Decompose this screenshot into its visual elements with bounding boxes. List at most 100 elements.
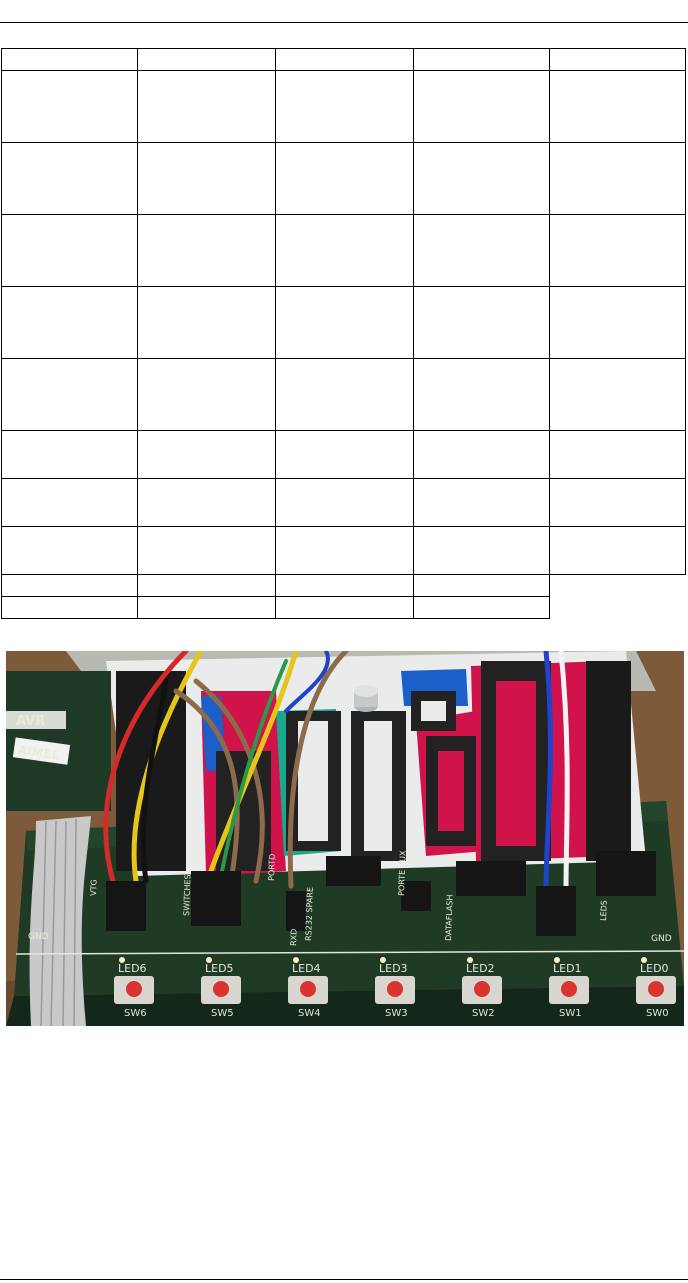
table-cell [413,358,550,431]
table-cell [1,358,138,431]
portd-label: PORTD [267,854,277,881]
led-indicator [467,957,473,963]
table-cell [549,48,686,71]
switch-label: SW1 [559,1008,582,1019]
table-cell [549,526,686,575]
table-cell [549,358,686,431]
switch-label: SW0 [646,1008,669,1019]
table-cell [413,142,550,215]
push-button-cap [474,981,490,997]
led-label: LED4 [292,962,321,975]
table-cell [275,430,414,479]
table-cell [1,430,138,479]
gnd-right-label: GND [651,934,672,944]
switch-label: SW6 [124,1008,147,1019]
table-cell [1,596,138,619]
push-button-cap [561,981,577,997]
board-photo-drawing: AVR AIMEL [6,651,684,1026]
table-cell [137,48,276,71]
rs232-spare-label: RS232 SPARE [304,887,315,941]
table-cell [413,286,550,359]
table-cell [275,596,414,619]
led-indicator [293,957,299,963]
table-row [1,48,686,71]
table-cell [1,286,138,359]
table-cell [137,526,276,575]
rxd-label: RXD [289,929,299,947]
table-cell [549,214,686,287]
table-row [1,430,686,479]
switch-label: SW5 [211,1008,234,1019]
table-cell [413,574,550,597]
avr-daughter-board: AVR AIMEL [6,671,111,811]
table-cell [275,48,414,71]
push-button-cap [300,981,316,997]
led-indicator [641,957,647,963]
led-indicator [206,957,212,963]
pcb-silk-line [15,950,684,955]
empty-table [1,48,686,619]
push-button-cap [126,981,142,997]
push-button-cap [213,981,229,997]
push-button-cap [648,981,664,997]
vtg-label: VTG [89,879,99,896]
table-cell [275,142,414,215]
table-cell [275,358,414,431]
led-label: LED0 [640,962,669,975]
table-cell [413,214,550,287]
push-button-cap [387,981,403,997]
table-cell [1,214,138,287]
table-cell [137,574,276,597]
table-cell [137,358,276,431]
table-cell [549,142,686,215]
table-row [1,526,686,575]
atmel-logo: AIMEL [17,743,60,763]
leds-label: LEDS [599,900,609,921]
switch-label: SW2 [472,1008,495,1019]
table-cell [549,478,686,527]
led-label: LED5 [205,962,234,975]
table-cell [275,526,414,575]
table-cell [1,48,138,71]
ribbon-cable [29,816,92,1026]
dataflash-label: DATAFLASH [444,894,455,941]
table-cell [549,70,686,143]
table-row [1,358,686,431]
table-cell [275,286,414,359]
table-cell [413,48,550,71]
table-cell [413,70,550,143]
ic-sockets [116,661,631,871]
porte-aux-label: PORTE AUX [397,850,408,896]
table-cell [413,596,550,619]
table-cell [275,70,414,143]
table-cell [137,430,276,479]
table-blank-cell [550,575,686,597]
table-cell [137,142,276,215]
board-photo: AVR AIMEL [6,651,684,1026]
table-row [1,596,686,619]
silkscreen-labels: GND VTG SWITCHES PORTD RXD RS232 SPARE P… [28,850,672,946]
table-cell [275,478,414,527]
capacitor [354,685,378,712]
table-cell [1,574,138,597]
switches-label: SWITCHES [182,874,192,916]
table-cell [413,430,550,479]
table-cell [1,526,138,575]
table-row [1,574,686,597]
table-cell [137,214,276,287]
led-label: LED1 [553,962,582,975]
jumper-wires [103,651,570,894]
led-label: LED2 [466,962,495,975]
table-row [1,214,686,287]
table-cell [137,596,276,619]
table-row [1,286,686,359]
header-pins [106,851,656,936]
led-indicator [554,957,560,963]
footer-rule [0,1279,688,1280]
table-cell [137,478,276,527]
led-label: LED3 [379,962,408,975]
table-cell [137,70,276,143]
avr-logo: AVR [16,714,45,729]
table-cell [549,286,686,359]
